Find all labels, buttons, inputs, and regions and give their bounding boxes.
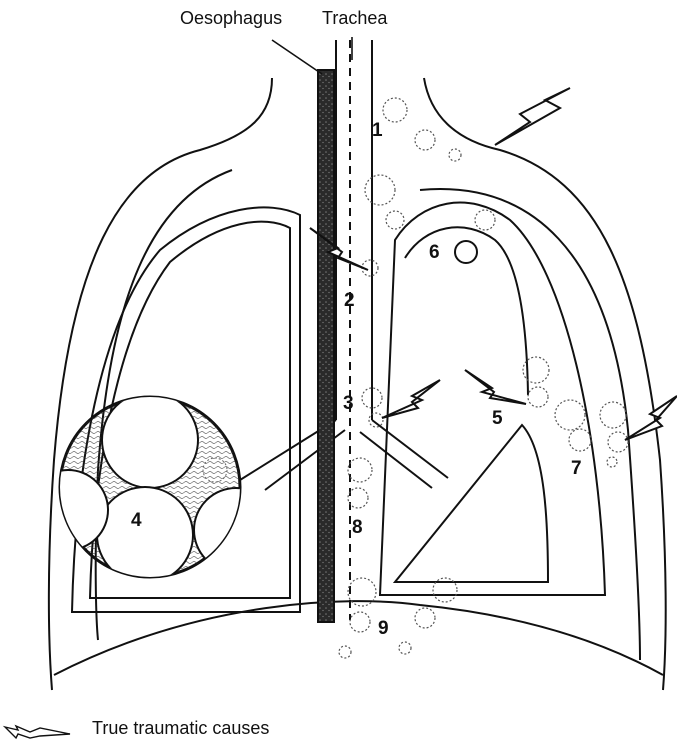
air-bubbles	[339, 98, 628, 658]
lightning-arrow-icon	[382, 380, 440, 418]
legend-label: True traumatic causes	[92, 718, 269, 739]
label-9: 9	[378, 618, 389, 640]
label-7: 7	[571, 458, 582, 480]
label-8: 8	[352, 517, 363, 539]
trachea-label: Trachea	[322, 8, 387, 29]
lightning-arrow-icon	[625, 396, 677, 440]
legend-lightning-arrow-icon	[5, 726, 70, 738]
label-2: 2	[344, 290, 355, 312]
label-6: 6	[429, 242, 440, 264]
bronchus-left	[360, 420, 448, 488]
label-1: 1	[372, 120, 383, 142]
oesophagus-label: Oesophagus	[180, 8, 282, 29]
label-4: 4	[131, 510, 142, 532]
bleb	[455, 241, 477, 263]
oesophagus-leader	[272, 40, 322, 74]
oesophagus	[318, 70, 334, 622]
label-3: 3	[343, 393, 354, 415]
lightning-arrow-icon	[495, 88, 570, 145]
label-5: 5	[492, 408, 503, 430]
lightning-arrow-icon	[465, 370, 526, 404]
chest-outline-right	[424, 78, 666, 690]
parietal-line-right	[420, 189, 640, 660]
